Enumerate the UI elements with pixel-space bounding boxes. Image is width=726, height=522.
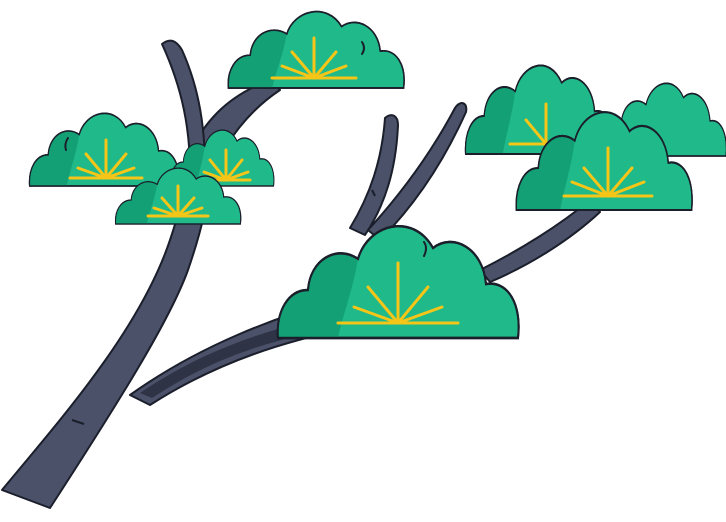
pine-foliage-icon [515,111,694,212]
pine-foliage-icon [464,64,616,155]
needle-fan-icon [270,36,358,80]
pine-foliage-icon [227,10,405,89]
twig-right-1 [349,114,399,236]
needle-fan-icon [68,138,144,180]
needle-fan-icon [562,146,654,198]
twig-right-2 [367,102,468,241]
pine-foliage-icon [114,167,242,225]
needle-fan-icon [146,184,210,218]
bark-mark [71,419,85,425]
pine-foliage-icon [28,112,180,187]
pine-foliage-icon [276,224,520,340]
branch-far-right [479,199,601,283]
twig-left [161,39,206,173]
foliage-clusters [28,10,726,340]
bark-mark [371,189,376,197]
needle-fan-icon [336,261,460,325]
